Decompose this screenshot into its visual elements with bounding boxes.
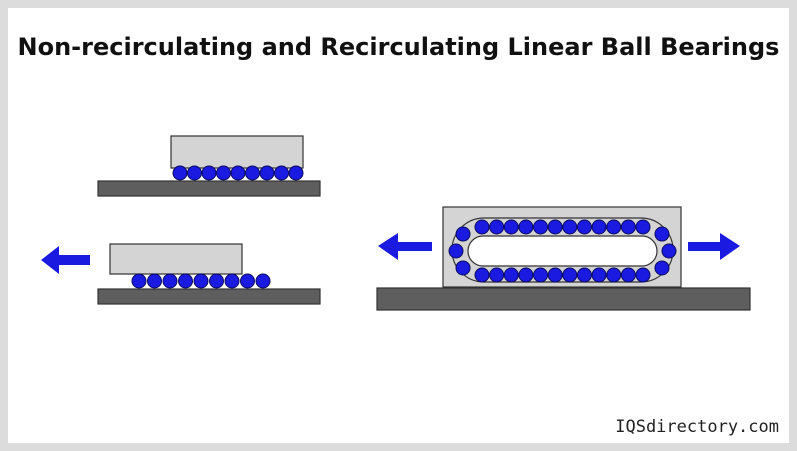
ball [259,165,275,181]
ball [518,267,534,283]
ball [240,273,255,289]
arrow-left-icon [41,246,90,274]
ball [474,267,490,283]
ball [455,260,471,276]
ball [635,219,651,235]
diagram-title: Non-recirculating and Recirculating Line… [17,33,780,61]
ball [547,267,563,283]
ball [591,267,607,283]
ball [620,219,636,235]
ball [274,165,289,181]
ball [503,267,519,283]
ball [591,219,607,235]
ball [606,219,622,235]
ball [288,165,304,181]
ball [255,273,271,289]
ball [661,243,677,259]
arrow-right-icon [688,233,740,260]
ball [187,165,202,181]
ball [489,219,505,235]
ball [216,165,231,181]
ball [489,267,505,283]
ball [654,260,670,276]
ball [518,219,534,235]
ball [503,219,519,235]
ball [654,226,670,242]
rail [376,287,751,311]
ball [474,219,490,235]
carriage [170,135,304,169]
bearing-diagram [41,135,751,311]
ball [201,165,217,181]
rail [97,180,321,197]
ball [606,267,622,283]
ball [562,219,578,235]
track-inner [467,235,658,267]
ball [131,273,147,289]
ball [448,243,464,259]
ball [562,267,578,283]
ball [230,165,246,181]
ball [620,267,636,283]
rail [97,288,321,305]
ball [533,267,549,283]
panel-non-recirculating-moving [41,243,321,305]
ball [162,273,178,289]
ball [245,165,260,181]
panel-recirculating [376,206,751,311]
ball [147,273,162,289]
watermark: IQSdirectory.com [615,417,779,437]
ball [193,273,209,289]
panel-non-recirculating-static [97,135,321,197]
ball-row [172,165,304,181]
ball [533,219,549,235]
diagram-frame: Non-recirculating and Recirculating Line… [8,8,789,443]
ball [209,273,224,289]
ball-loop [448,219,677,283]
ball [576,219,592,235]
arrow-left-icon [378,233,432,260]
ball [455,226,471,242]
ball [172,165,188,181]
ball [635,267,651,283]
ball [224,273,240,289]
ball [547,219,563,235]
carriage [109,243,243,275]
ball [178,273,193,289]
ball-row [131,273,271,289]
ball [576,267,592,283]
